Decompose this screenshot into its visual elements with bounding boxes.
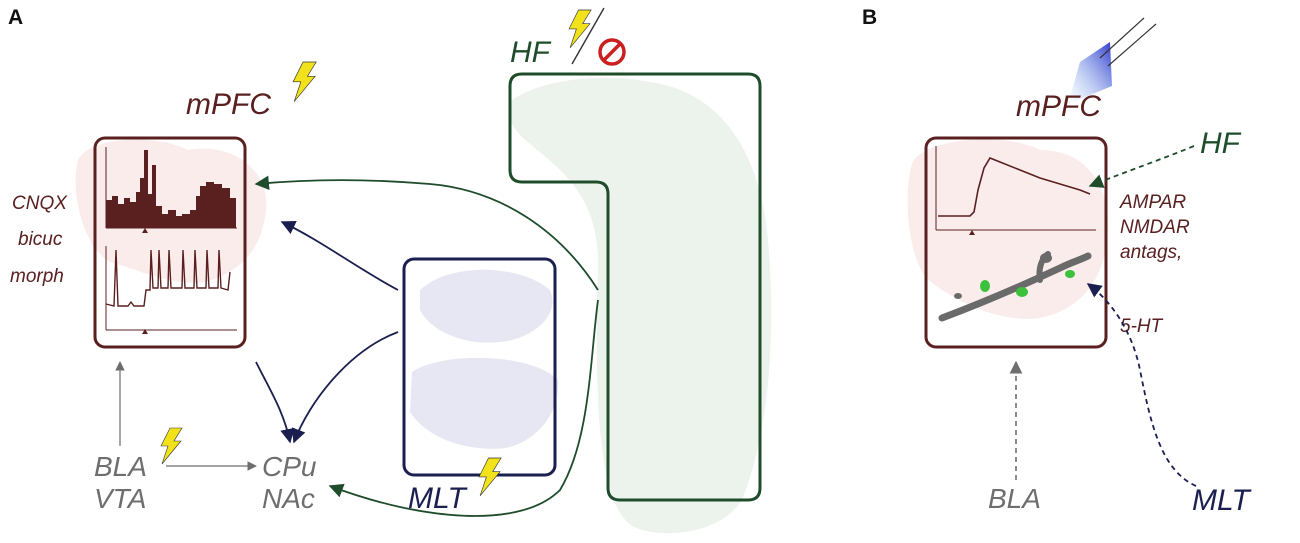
mpfc-box-a <box>93 136 247 349</box>
antags-label: antags, <box>1120 242 1182 263</box>
ampar-label: AMPAR <box>1119 192 1186 213</box>
no-entry-icon <box>598 38 626 66</box>
hf-arrow-b <box>1088 145 1195 188</box>
lightning-icon <box>292 61 317 102</box>
membrane-potential-trace <box>105 246 237 334</box>
mlt-label-b: MLT <box>1192 484 1252 517</box>
bla-label: BLA <box>94 451 147 482</box>
nac-label: NAc <box>262 483 315 514</box>
vta-label: VTA <box>94 483 146 514</box>
mlt-label-a: MLT <box>408 482 468 515</box>
mlt-arrow-b <box>1086 283 1197 487</box>
mpfc-label-a: mPFC <box>186 88 271 121</box>
mpfc-label-b: mPFC <box>1016 90 1101 123</box>
bla-label-b: BLA <box>988 483 1041 514</box>
mpfc-box-b <box>924 136 1108 349</box>
drug-morph: morph <box>10 266 64 287</box>
lightning-icon <box>160 427 183 465</box>
cpu-label: CPu <box>262 451 317 482</box>
hf-label-b: HF <box>1200 127 1242 160</box>
panel-label-a: A <box>8 6 23 29</box>
drug-bicuc: bicuc <box>18 229 63 250</box>
firing-rate-histogram <box>105 147 237 233</box>
hf-label-a: HF <box>510 36 552 69</box>
dendrite-image <box>938 251 1092 322</box>
5ht-label: 5-HT <box>1120 316 1164 337</box>
hf-silhouette <box>509 77 772 534</box>
lightning-icon <box>478 457 502 497</box>
mlt-silhouette <box>410 269 559 449</box>
panel-label-b: B <box>862 6 877 29</box>
optogenetic-fiber-icon <box>1068 17 1157 104</box>
hf-outline <box>508 72 762 502</box>
drug-cnqx: CNQX <box>12 193 68 214</box>
connection-arrows-a <box>115 175 599 517</box>
lightning-icon <box>568 9 592 49</box>
mlt-box <box>402 257 557 477</box>
or-slash <box>571 7 605 65</box>
postsynaptic-current-trace <box>935 146 1096 235</box>
nmdar-label: NMDAR <box>1120 217 1190 238</box>
